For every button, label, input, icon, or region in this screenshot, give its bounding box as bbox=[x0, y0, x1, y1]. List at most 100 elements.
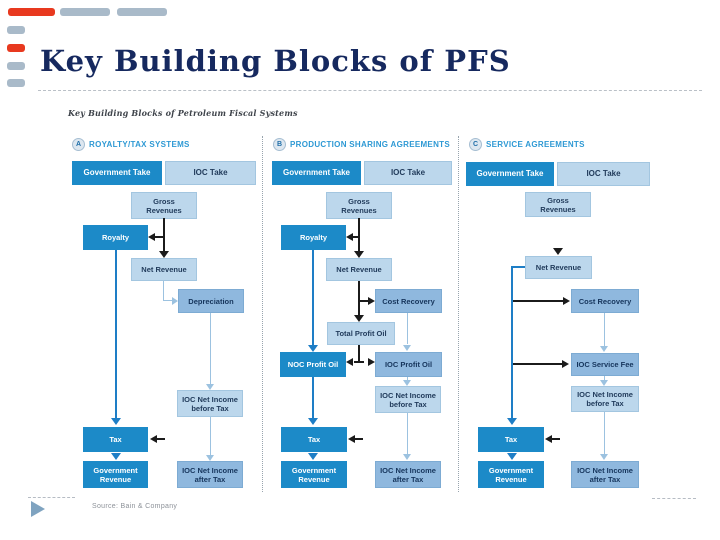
node-c-government-revenue: Government Revenue bbox=[478, 461, 544, 488]
arrow-right-icon bbox=[368, 297, 375, 305]
arrow-down-icon bbox=[308, 453, 318, 460]
node-c-ioc-net-income-before-tax: IOC Net Income before Tax bbox=[571, 386, 639, 412]
arrow-down-icon bbox=[206, 455, 214, 461]
play-triangle-icon bbox=[31, 501, 45, 517]
arrow-right-icon bbox=[562, 360, 569, 368]
flow-line bbox=[354, 361, 364, 363]
arrow-right-icon bbox=[563, 297, 570, 305]
arrow-left-icon bbox=[346, 358, 353, 366]
decor-bar-gray bbox=[117, 8, 167, 16]
flow-line bbox=[604, 376, 605, 380]
flow-line bbox=[163, 218, 165, 251]
node-b-royalty: Royalty bbox=[281, 225, 346, 250]
arrow-left-icon bbox=[148, 233, 155, 241]
column-divider bbox=[458, 136, 459, 492]
column-header-b: PRODUCTION SHARING AGREEMENTS bbox=[290, 140, 450, 149]
arrow-down-icon bbox=[507, 418, 517, 425]
flow-line bbox=[360, 300, 368, 302]
flow-line bbox=[604, 412, 605, 454]
arrow-down-icon bbox=[403, 454, 411, 460]
node-a-government-take: Government Take bbox=[72, 161, 162, 185]
node-c-tax: Tax bbox=[478, 427, 544, 452]
flow-line bbox=[157, 438, 165, 440]
arrow-down-icon bbox=[600, 454, 608, 460]
flow-line bbox=[210, 417, 211, 456]
column-divider bbox=[262, 136, 263, 492]
flow-line bbox=[355, 438, 363, 440]
decor-bar-gray bbox=[7, 62, 25, 70]
column-header-a: ROYALTY/TAX SYSTEMS bbox=[89, 140, 190, 149]
flow-line bbox=[164, 300, 172, 301]
arrow-down-icon bbox=[403, 380, 411, 386]
flow-line bbox=[358, 218, 360, 251]
node-c-net-revenue: Net Revenue bbox=[525, 256, 592, 279]
arrow-down-icon bbox=[111, 453, 121, 460]
node-c-ioc-service-fee: IOC Service Fee bbox=[571, 353, 639, 376]
flow-line bbox=[511, 266, 513, 418]
arrow-down-icon bbox=[600, 380, 608, 386]
node-c-ioc-take: IOC Take bbox=[557, 162, 650, 186]
flow-line bbox=[358, 281, 360, 316]
arrow-down-icon bbox=[507, 453, 517, 460]
footer-dash bbox=[28, 497, 75, 498]
arrow-down-icon bbox=[159, 251, 169, 258]
decor-bar-red bbox=[7, 44, 25, 52]
node-a-ioc-net-income-before-tax: IOC Net Income before Tax bbox=[177, 390, 243, 417]
arrow-down-icon bbox=[354, 315, 364, 322]
node-b-ioc-net-income-after-tax: IOC Net Income after Tax bbox=[375, 461, 441, 488]
node-a-depreciation: Depreciation bbox=[178, 289, 244, 313]
footer-dash bbox=[652, 498, 696, 499]
arrow-right-icon bbox=[368, 358, 375, 366]
node-a-gross-revenues: Gross Revenues bbox=[131, 192, 197, 219]
node-a-net-revenue: Net Revenue bbox=[131, 258, 197, 281]
node-b-cost-recovery: Cost Recovery bbox=[375, 289, 442, 313]
column-badge-b: B bbox=[273, 138, 286, 151]
arrow-left-icon bbox=[348, 435, 355, 443]
node-a-tax: Tax bbox=[83, 427, 148, 452]
flow-line bbox=[513, 300, 563, 302]
flow-line bbox=[604, 313, 605, 346]
source-attribution: Source: Bain & Company bbox=[92, 503, 178, 510]
flow-line bbox=[407, 313, 408, 344]
flow-line bbox=[358, 345, 360, 362]
node-b-government-take: Government Take bbox=[272, 161, 361, 185]
node-b-total-profit-oil: Total Profit Oil bbox=[327, 322, 395, 345]
node-b-tax: Tax bbox=[281, 427, 347, 452]
flow-line bbox=[513, 363, 562, 365]
page-title: Key Building Blocks of PFS bbox=[40, 44, 511, 78]
flow-line bbox=[407, 413, 408, 454]
node-b-ioc-take: IOC Take bbox=[364, 161, 452, 185]
node-a-government-revenue: Government Revenue bbox=[83, 461, 148, 488]
arrow-down-icon bbox=[308, 345, 318, 352]
flow-line bbox=[312, 377, 314, 418]
arrow-down-icon bbox=[403, 345, 411, 351]
node-c-ioc-net-income-after-tax: IOC Net Income after Tax bbox=[571, 461, 639, 488]
diagram-title: Key Building Blocks of Petroleum Fiscal … bbox=[68, 108, 298, 118]
arrow-down-icon bbox=[206, 384, 214, 390]
flow-line bbox=[512, 266, 525, 268]
arrow-left-icon bbox=[150, 435, 157, 443]
node-b-noc-profit-oil: NOC Profit Oil bbox=[280, 352, 346, 377]
node-c-gross-revenues: Gross Revenues bbox=[525, 192, 591, 217]
column-header-c: SERVICE AGREEMENTS bbox=[486, 140, 585, 149]
node-b-gross-revenues: Gross Revenues bbox=[326, 192, 392, 219]
flow-line bbox=[312, 250, 314, 345]
arrow-down-icon bbox=[600, 346, 608, 352]
arrow-down-icon bbox=[308, 418, 318, 425]
node-b-ioc-net-income-before-tax: IOC Net Income before Tax bbox=[375, 386, 441, 413]
decor-bar-red bbox=[8, 8, 55, 16]
flow-line bbox=[407, 377, 408, 381]
arrow-left-icon bbox=[545, 435, 552, 443]
node-a-royalty: Royalty bbox=[83, 225, 148, 250]
node-c-cost-recovery: Cost Recovery bbox=[571, 289, 639, 313]
node-b-ioc-profit-oil: IOC Profit Oil bbox=[375, 352, 442, 377]
node-c-government-take: Government Take bbox=[466, 162, 554, 186]
node-b-government-revenue: Government Revenue bbox=[281, 461, 347, 488]
node-a-ioc-take: IOC Take bbox=[165, 161, 256, 185]
title-divider bbox=[38, 90, 702, 91]
node-b-net-revenue: Net Revenue bbox=[326, 258, 392, 281]
decor-bar-gray bbox=[60, 8, 110, 16]
column-badge-c: C bbox=[469, 138, 482, 151]
flow-line bbox=[210, 313, 211, 384]
